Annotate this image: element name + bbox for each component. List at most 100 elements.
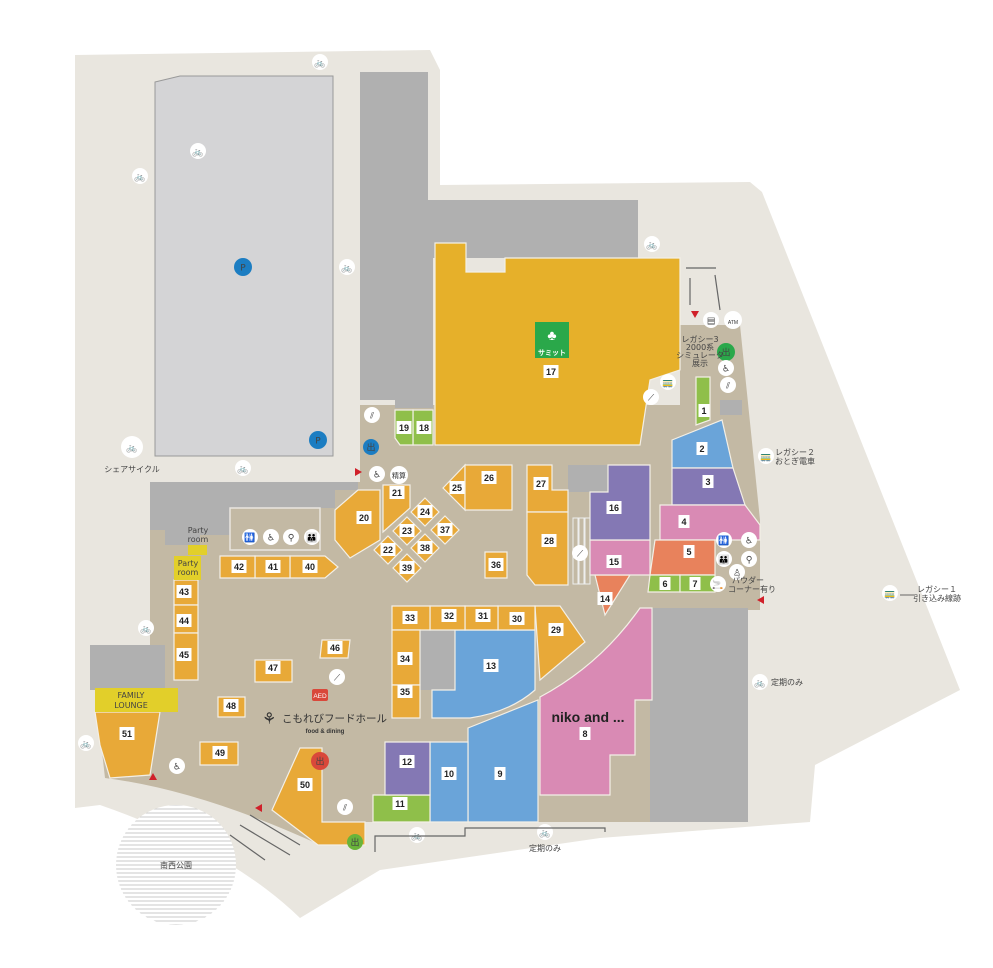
unit-number: 7 [692,579,697,589]
unit-number: 44 [179,616,189,626]
store-unit-35[interactable]: 35 [391,684,421,719]
svg-text:🚲: 🚲 [192,148,203,158]
entrance-marker-icon [355,468,362,476]
svg-text:🚲: 🚲 [314,59,325,69]
store-unit-32[interactable]: 32 [429,605,466,631]
store-unit-11[interactable]: 11 [372,794,431,823]
bicycle-icon: 🚲 [752,674,768,690]
unit-number: 32 [444,611,454,621]
store-unit-28[interactable]: 28 [526,511,569,586]
outline-line [374,827,606,852]
store-unit-44[interactable]: 44 [173,604,199,634]
unit-number-box [678,515,690,528]
stairs-icon: ⫽ [337,799,353,815]
store-unit-34[interactable]: 34 [391,629,421,686]
store-unit-38[interactable]: 38 [410,533,440,563]
outline-line [229,814,301,861]
bicycle-icon: 🚲 [409,827,425,843]
unit-number: 26 [484,473,494,483]
store-unit-45[interactable]: 45 [173,632,199,681]
store-unit-26[interactable]: 26 [464,464,513,511]
store-unit-19[interactable]: 19 [394,409,414,446]
unit-shape[interactable] [431,629,536,719]
store-unit-37[interactable]: 37 [430,515,460,545]
unit-shape[interactable] [384,741,431,796]
store-unit-31[interactable]: 31 [464,605,499,631]
unit-number-box [509,612,525,625]
store-unit-47[interactable]: 47 [254,659,293,683]
bicycle-icon: 🚲 [132,168,148,184]
store-unit-10[interactable]: 10 [429,741,469,823]
party-room-b-label: Party [188,526,209,535]
svg-text:♿: ♿ [173,763,181,773]
store-unit-20[interactable]: 20 [334,489,381,559]
store-unit-8[interactable]: 8 [539,607,653,796]
unit-shape[interactable] [464,464,513,511]
unit-number: 22 [383,545,393,555]
svg-text:🚲: 🚲 [341,264,352,274]
food-hall-label: こもれびフードホール [282,713,387,725]
legacy2-label: レガシー２ [775,447,815,457]
unit-shape[interactable] [526,511,569,586]
unit-shape[interactable] [539,607,653,796]
unit-number-box [356,511,372,524]
unit-shape[interactable] [534,605,586,682]
outline-line [686,267,721,311]
unit-shape[interactable] [649,539,716,576]
store-unit-33[interactable]: 33 [391,605,431,631]
unit-number-box [579,727,591,740]
unit-number-box [475,609,491,622]
unit-number: 17 [546,367,556,377]
svg-text:🚲: 🚲 [539,829,550,839]
store-unit-5[interactable]: 5 [649,539,716,576]
store-unit-1[interactable]: 1 [695,376,711,426]
svg-text:♿: ♿ [745,537,753,547]
store-unit-16[interactable]: 16 [589,464,651,541]
store-unit-23[interactable]: 23 [392,516,422,546]
store-unit-50[interactable]: 50 [271,747,366,846]
svg-text:サミット: サミット [538,349,566,357]
svg-text:🚲: 🚲 [80,740,91,750]
store-unit-4[interactable]: 4 [659,504,761,541]
unit-number: 15 [609,557,619,567]
store-unit-6[interactable]: 6 [647,574,681,593]
store-unit-3[interactable]: 3 [671,467,746,506]
east-exit-icon: 出 [311,752,329,770]
unit-shape[interactable] [659,504,761,541]
store-unit-36[interactable]: 36 [484,551,508,579]
family-lounge-label: LOUNGE [114,701,148,710]
store-unit-18[interactable]: 18 [412,409,434,446]
exit-icon: 出 [717,343,735,361]
store-unit-39[interactable]: 39 [392,553,422,583]
store-unit-49[interactable]: 49 [199,741,239,766]
unit-number-box [119,727,135,740]
svg-text:🚃: 🚃 [760,453,771,463]
back-area [360,72,638,408]
store-unit-22[interactable]: 22 [373,535,403,565]
unit-number: 49 [215,748,225,758]
unit-shape[interactable] [695,376,711,426]
store-unit-13[interactable]: 13 [431,629,536,719]
family-lounge-label: FAMILY [118,691,145,700]
store-unit-15[interactable]: 15 [589,539,651,576]
store-unit-41[interactable]: 41 [254,555,291,579]
store-unit-24[interactable]: 24 [410,497,440,527]
store-unit-43[interactable]: 43 [173,579,199,606]
back-area [650,608,748,822]
unit-number: 43 [179,587,189,597]
svg-text:⚲: ⚲ [746,556,753,566]
unit-number-box [597,592,613,605]
store-unit-46[interactable]: 46 [319,639,351,659]
svg-text:🚲: 🚲 [237,465,248,475]
store-unit-30[interactable]: 30 [497,605,536,631]
store-unit-7[interactable]: 7 [679,574,716,593]
store-unit-42[interactable]: 42 [219,555,256,579]
restroom-icon: 🚻 [242,529,258,545]
store-unit-29[interactable]: 29 [534,605,586,682]
store-unit-21[interactable]: 21 [382,484,411,534]
back-area [568,465,608,492]
store-unit-12[interactable]: 12 [384,741,431,796]
svg-text:▤: ▤ [707,317,716,327]
unit-shape[interactable] [429,741,469,823]
store-unit-48[interactable]: 48 [217,696,246,718]
